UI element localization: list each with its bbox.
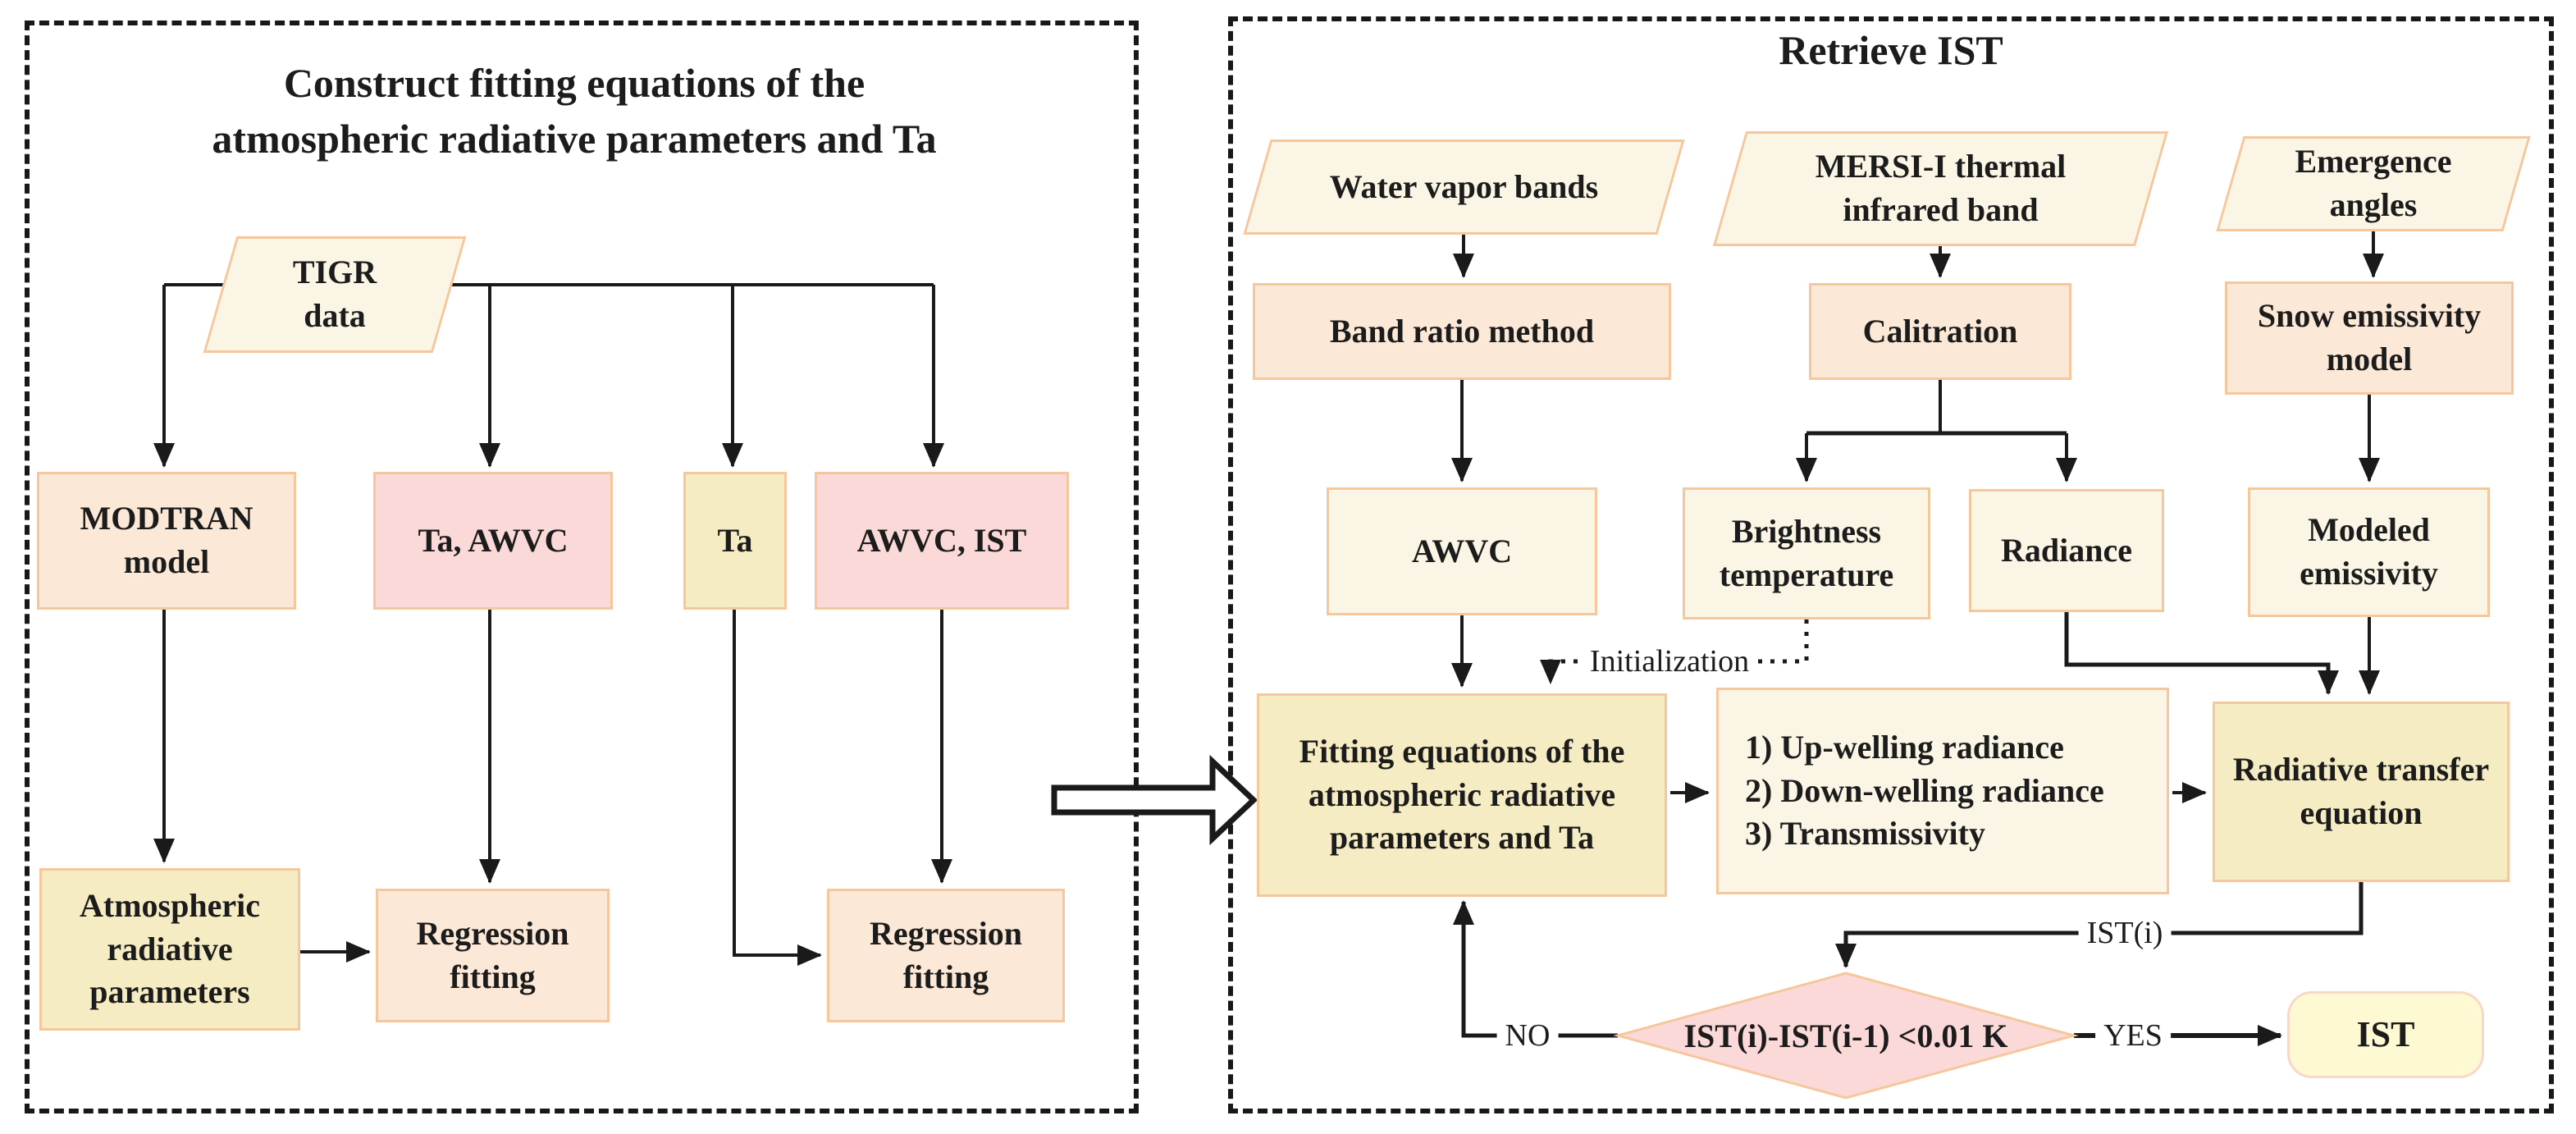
- arrow-initialization-dotted: [1540, 620, 1809, 684]
- block-arrow-left-to-right: [1051, 754, 1258, 846]
- node-mersi-thermal-infrared-band: MERSI-I thermal infrared band: [1712, 131, 2169, 246]
- label-ist-i: IST(i): [2078, 913, 2172, 953]
- node-label: MERSI-I thermal infrared band: [1815, 148, 2067, 228]
- node-label: Water vapor bands: [1329, 167, 1599, 205]
- node-regression-fitting-1: Regression fitting: [376, 889, 610, 1022]
- node-modeled-emissivity: Modeled emissivity: [2248, 487, 2490, 617]
- node-emergence-angles: Emergence angles: [2216, 136, 2531, 231]
- arrow-decision-no-to-fitting-eq: [1453, 900, 1618, 1038]
- node-snow-emissivity-model: Snow emissivity model: [2225, 281, 2514, 395]
- arrow-radiance-to-rte: [2064, 612, 2339, 695]
- right-panel-border: [1228, 16, 2554, 1113]
- node-ta-awvc: Ta, AWVC: [373, 472, 613, 610]
- node-brightness-temperature: Brightness temperature: [1683, 487, 1930, 620]
- label-yes: YES: [2095, 1016, 2171, 1055]
- node-label: TIGR data: [292, 254, 377, 334]
- node-ta: Ta: [683, 472, 787, 610]
- node-radiance: Radiance: [1969, 489, 2164, 612]
- node-tigr-data: TIGR data: [203, 236, 467, 353]
- decision-diamond-shape: [1613, 972, 2079, 1100]
- node-rt-outputs-list: 1) Up-welling radiance 2) Down-welling r…: [1716, 688, 2169, 894]
- node-ist-result: IST: [2287, 991, 2484, 1078]
- node-fitting-equations: Fitting equations of the atmospheric rad…: [1257, 693, 1667, 897]
- node-water-vapor-bands: Water vapor bands: [1243, 139, 1685, 235]
- decision-diamond-label: IST(i)-IST(i-1) <0.01 K: [1683, 1017, 2008, 1054]
- node-awvc-ist: AWVC, IST: [815, 472, 1069, 610]
- right-panel-title: Retrieve IST: [1779, 27, 2003, 73]
- node-awvc: AWVC: [1327, 487, 1597, 615]
- node-calibration: Calitration: [1809, 283, 2071, 380]
- node-radiative-transfer-equation: Radiative transfer equation: [2213, 702, 2510, 882]
- node-label: Emergence angles: [2295, 143, 2452, 223]
- node-modtran-model: MODTRAN model: [37, 472, 296, 610]
- left-panel-border: [25, 21, 1139, 1113]
- node-regression-fitting-2: Regression fitting: [827, 889, 1065, 1022]
- node-atmospheric-radiative-parameters: Atmospheric radiative parameters: [39, 868, 300, 1031]
- arrow-ta-to-regression2: [733, 610, 822, 966]
- label-initialization: Initialization: [1581, 642, 1758, 681]
- label-no: NO: [1496, 1016, 1559, 1055]
- left-panel-title: Construct fitting equations of the atmos…: [212, 60, 937, 162]
- node-band-ratio-method: Band ratio method: [1253, 283, 1671, 380]
